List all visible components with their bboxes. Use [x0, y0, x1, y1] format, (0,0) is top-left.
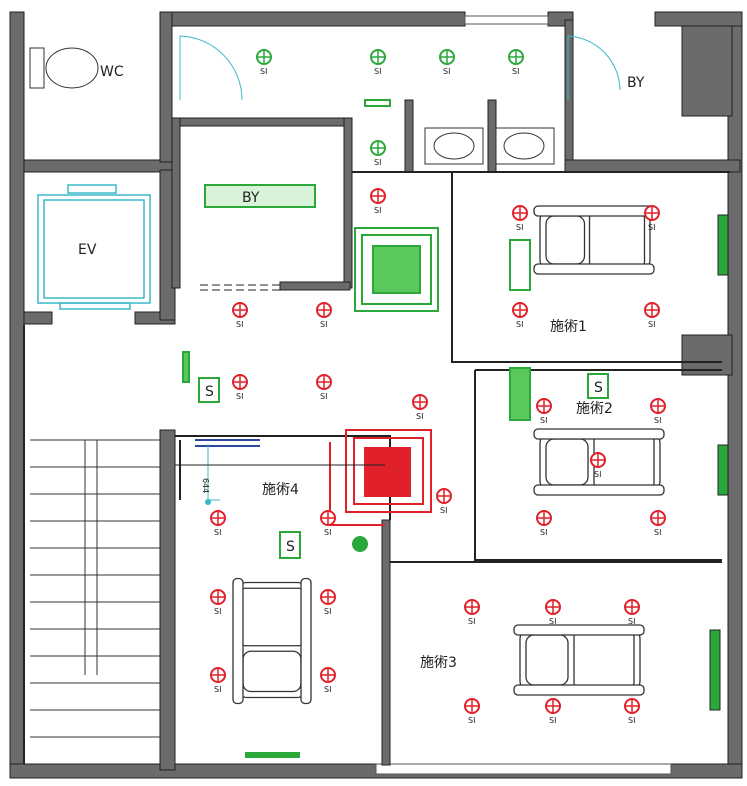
sensor-label: SI [416, 412, 423, 421]
sensor-label: SI [214, 607, 221, 616]
sensor-label: SI [540, 416, 547, 425]
massage-chair-icon [232, 577, 312, 705]
sensor-icon: SI [464, 599, 480, 626]
sensor-icon: SI [508, 49, 524, 76]
sensor-label: SI [324, 685, 331, 694]
sensor-label: SI [374, 67, 381, 76]
staircase [30, 439, 160, 738]
sensor-icon: SI [210, 667, 226, 694]
sensor-icon: SI [650, 510, 666, 537]
sensor-label: SI [324, 607, 331, 616]
switch-icon: S [198, 377, 220, 403]
room-label-treatment1: 施術1 [550, 319, 587, 335]
sensor-label: SI [512, 67, 519, 76]
room-labels: WC BY BY EV 施術1 施術2 施術4 施術3 [78, 64, 645, 671]
sensor-label: SI [540, 528, 547, 537]
air-conditioner-unit [329, 429, 432, 526]
sensor-label: SI [628, 716, 635, 725]
sensor-icon: SI [536, 510, 552, 537]
switches: S S S [198, 373, 609, 559]
sensor-icon: SI [316, 302, 332, 329]
massage-chair-icon [533, 205, 655, 275]
interior-walls [23, 11, 741, 771]
sensor-icon: SI [464, 698, 480, 725]
sensor-label: SI [468, 617, 475, 626]
duct: 644 [175, 439, 385, 505]
sensor-label: SI [549, 716, 556, 725]
sensor-label: SI [260, 67, 267, 76]
sensor-icon: SI [439, 49, 455, 76]
dimension-label: 644 [201, 478, 210, 493]
toilet-icon [29, 47, 99, 89]
room-label-treatment3: 施術3 [420, 655, 457, 671]
sensor-icon: SI [320, 667, 336, 694]
sensor-label: SI [516, 320, 523, 329]
room-label-wc: WC [100, 64, 124, 80]
elevator [37, 184, 151, 310]
sensor-label: SI [654, 528, 661, 537]
sensor-label: SI [549, 617, 556, 626]
switch-icon: S [279, 531, 301, 559]
door-swings [179, 35, 621, 101]
sensor-label: SI [628, 617, 635, 626]
switch-icon: S [587, 373, 609, 399]
sensor-icon: SI [320, 589, 336, 616]
sensor-label: SI [324, 528, 331, 537]
room-label-by-center: BY [242, 190, 260, 206]
sensor-icon: SI [412, 394, 428, 421]
sensor-label: SI [516, 223, 523, 232]
room-label-treatment2: 施術2 [576, 401, 613, 417]
sensor-label: SI [214, 685, 221, 694]
svg-text:S: S [286, 539, 295, 555]
sensor-label: SI [594, 470, 601, 479]
sensor-icon: SI [536, 398, 552, 425]
wash-basins [424, 127, 555, 165]
room-label-treatment4: 施術4 [262, 482, 299, 498]
sensor-icon: SI [512, 302, 528, 329]
sensor-icon: SI [232, 374, 248, 401]
svg-text:S: S [594, 380, 603, 396]
sensor-icon: SI [320, 510, 336, 537]
sensor-icon: SI [370, 188, 386, 215]
sensor-icon: SI [370, 49, 386, 76]
sensor-icon: SI [644, 205, 660, 232]
massage-chair-icon [513, 624, 645, 696]
sensor-icon: SI [512, 205, 528, 232]
outer-walls [9, 11, 743, 779]
sensor-icon: SI [624, 698, 640, 725]
sensor-label: SI [648, 223, 655, 232]
room-label-ev: EV [78, 242, 97, 258]
sensor-icon: SI [545, 599, 561, 626]
sensor-icon: SI [210, 589, 226, 616]
sensor-label: SI [468, 716, 475, 725]
sensor-icon: SI [256, 49, 272, 76]
sensors: SI SI SI SI SI SI SI SI SI SI SI SI SI SI SI SI SI SI SI SI… [210, 49, 666, 725]
sensor-label: SI [236, 392, 243, 401]
sensor-label: SI [443, 67, 450, 76]
sensor-icon: SI [436, 488, 452, 515]
sensor-icon: SI [590, 452, 606, 479]
sensor-label: SI [654, 416, 661, 425]
treatment-chairs [232, 205, 665, 705]
svg-text:S: S [205, 384, 214, 400]
room-label-by: BY [627, 75, 645, 91]
sensor-label: SI [440, 506, 447, 515]
sensor-label: SI [648, 320, 655, 329]
sensor-icon: SI [650, 398, 666, 425]
sensor-label: SI [214, 528, 221, 537]
sensor-icon: SI [545, 698, 561, 725]
sensor-icon: SI [644, 302, 660, 329]
sensor-label: SI [374, 206, 381, 215]
sensor-icon: SI [210, 510, 226, 537]
sensor-icon: SI [316, 374, 332, 401]
sensor-icon: SI [370, 140, 386, 167]
sensor-label: SI [374, 158, 381, 167]
sensor-icon: SI [624, 599, 640, 626]
sensor-label: SI [236, 320, 243, 329]
sensor-label: SI [320, 320, 327, 329]
sensor-icon: SI [232, 302, 248, 329]
ventilation-units [182, 99, 531, 552]
sensor-label: SI [320, 392, 327, 401]
